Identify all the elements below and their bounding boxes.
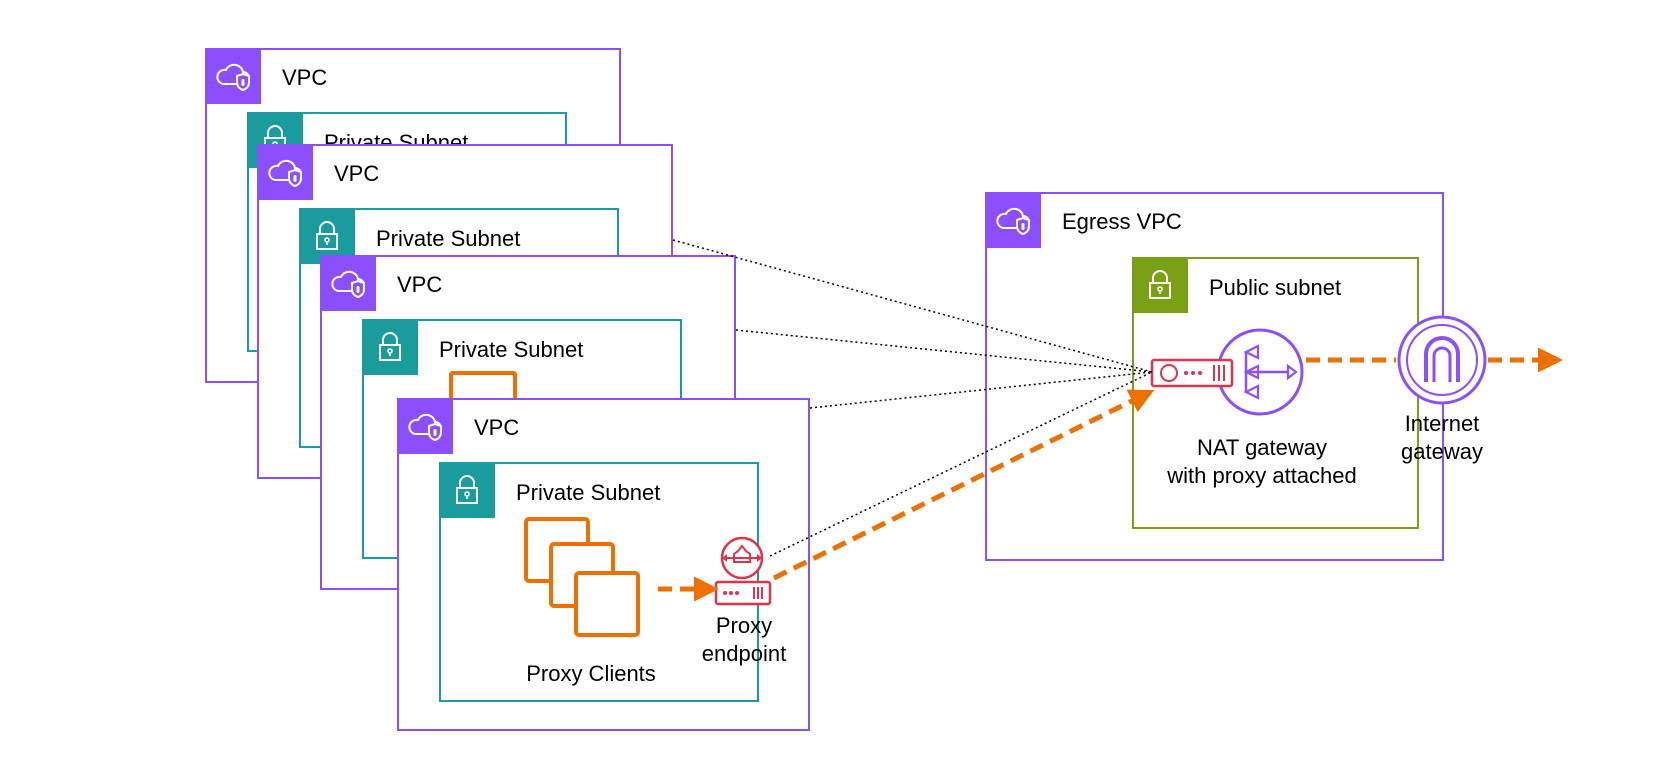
- vpc-label: VPC: [474, 415, 520, 440]
- network-firewall-proxy-icon: [714, 536, 772, 606]
- lock-icon: [439, 462, 495, 518]
- vpc-cloud-shield-icon: [985, 192, 1041, 248]
- ec2-instances-icon: [449, 371, 517, 415]
- vpc-cloud-shield-icon: [205, 48, 261, 104]
- private-subnet-label: Private Subnet: [376, 226, 521, 251]
- ec2-instances-icon: [524, 517, 640, 637]
- lock-icon: [362, 319, 418, 375]
- proxy-endpoint-label: Proxy endpoint: [701, 613, 787, 666]
- private-subnet-label: Private Subnet: [439, 337, 584, 362]
- egress-vpc-label: Egress VPC: [1062, 209, 1182, 234]
- vpc-label: VPC: [397, 272, 443, 297]
- internet-gateway-icon: [1397, 315, 1487, 405]
- vpc-label: VPC: [282, 65, 328, 90]
- vpc-label: VPC: [334, 161, 380, 186]
- proxy-clients-label: Proxy Clients: [526, 661, 656, 686]
- nat-gateway-icon: [1150, 328, 1304, 416]
- nat-gateway-label: NAT gateway with proxy attached: [1167, 435, 1357, 488]
- internet-gateway-label: Internet gateway: [1401, 411, 1483, 464]
- vpc-cloud-shield-icon: [320, 255, 376, 311]
- vpc-cloud-shield-icon: [397, 398, 453, 454]
- lock-icon: [299, 208, 355, 264]
- private-subnet: Private Subnet Proxy Clients: [439, 462, 759, 702]
- vpc-cloud-shield-icon: [257, 144, 313, 200]
- private-subnet-label: Private Subnet: [516, 480, 661, 505]
- lock-icon: [1132, 257, 1188, 313]
- public-subnet-label: Public subnet: [1209, 275, 1342, 300]
